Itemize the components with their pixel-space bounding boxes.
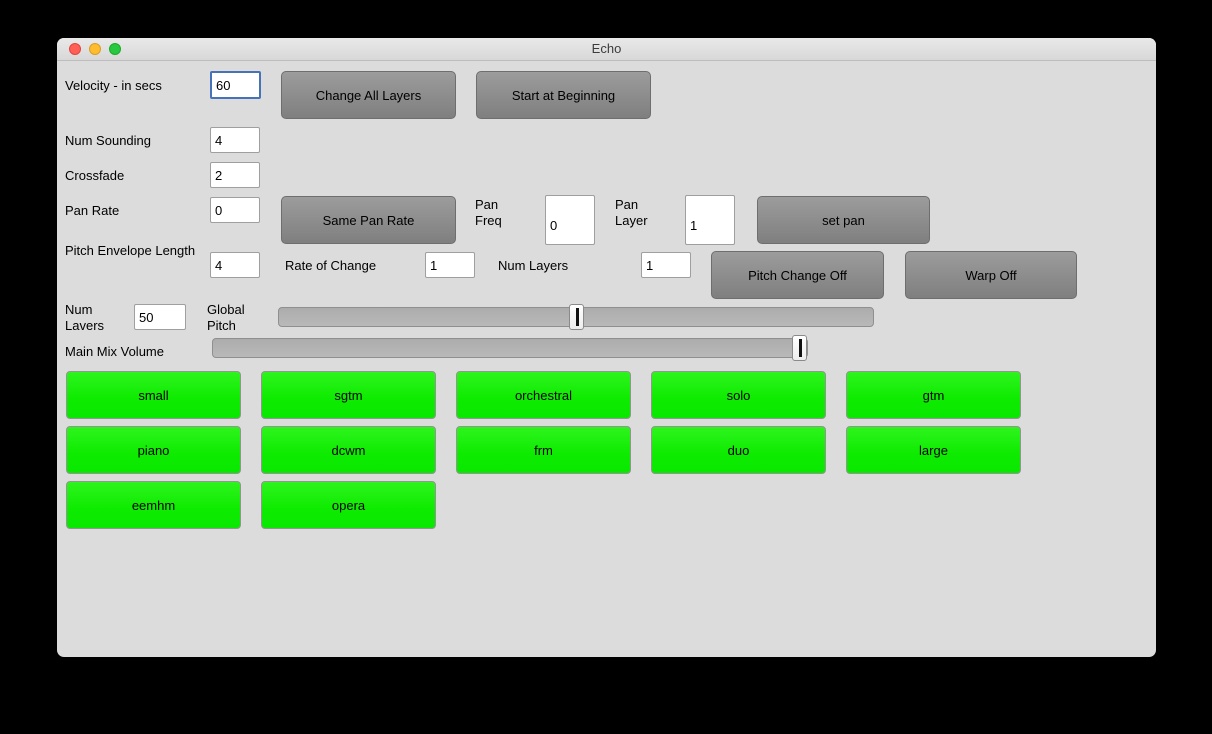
num-layers-label: Num Layers bbox=[498, 258, 569, 273]
echo-window: Echo Velocity - in secs Change All Layer… bbox=[57, 38, 1156, 657]
window-title: Echo bbox=[591, 41, 622, 56]
preset-frm-button[interactable]: frm bbox=[456, 426, 631, 474]
pitch-change-off-button[interactable]: Pitch Change Off bbox=[711, 251, 884, 299]
set-pan-button[interactable]: set pan bbox=[757, 196, 930, 244]
pitch-envelope-length-input[interactable] bbox=[210, 252, 260, 278]
pan-layer-label: Pan Layer bbox=[615, 197, 648, 228]
titlebar: Echo bbox=[57, 38, 1156, 61]
global-pitch-slider-thumb[interactable] bbox=[568, 304, 584, 330]
pan-layer-input[interactable] bbox=[685, 195, 735, 245]
preset-opera-button[interactable]: opera bbox=[261, 481, 436, 529]
preset-duo-button[interactable]: duo bbox=[651, 426, 826, 474]
main-mix-volume-slider-thumb[interactable] bbox=[792, 335, 807, 361]
pitch-envelope-length-label: Pitch Envelope Length bbox=[65, 243, 196, 258]
pan-rate-input[interactable] bbox=[210, 197, 260, 223]
change-all-layers-button[interactable]: Change All Layers bbox=[281, 71, 456, 119]
num-lavers-label: Num Lavers bbox=[65, 302, 105, 333]
global-pitch-slider[interactable] bbox=[278, 304, 874, 330]
preset-small-button[interactable]: small bbox=[66, 371, 241, 419]
crossfade-input[interactable] bbox=[210, 162, 260, 188]
rate-of-change-input[interactable] bbox=[425, 252, 475, 278]
crossfade-label: Crossfade bbox=[65, 168, 125, 183]
preset-dcwm-button[interactable]: dcwm bbox=[261, 426, 436, 474]
preset-sgtm-button[interactable]: sgtm bbox=[261, 371, 436, 419]
preset-large-button[interactable]: large bbox=[846, 426, 1021, 474]
zoom-icon[interactable] bbox=[109, 43, 121, 55]
num-sounding-label: Num Sounding bbox=[65, 133, 151, 148]
num-sounding-input[interactable] bbox=[210, 127, 260, 153]
preset-gtm-button[interactable]: gtm bbox=[846, 371, 1021, 419]
velocity-label: Velocity - in secs bbox=[65, 78, 162, 93]
global-pitch-label: Global Pitch bbox=[207, 302, 245, 333]
num-lavers-input[interactable] bbox=[134, 304, 186, 330]
preset-solo-button[interactable]: solo bbox=[651, 371, 826, 419]
velocity-input[interactable] bbox=[210, 71, 261, 99]
same-pan-rate-button[interactable]: Same Pan Rate bbox=[281, 196, 456, 244]
pan-rate-label: Pan Rate bbox=[65, 203, 120, 218]
minimize-icon[interactable] bbox=[89, 43, 101, 55]
pan-freq-label: Pan Freq bbox=[475, 197, 502, 228]
main-mix-volume-label: Main Mix Volume bbox=[65, 344, 164, 359]
preset-orchestral-button[interactable]: orchestral bbox=[456, 371, 631, 419]
close-icon[interactable] bbox=[69, 43, 81, 55]
num-layers-input[interactable] bbox=[641, 252, 691, 278]
pan-freq-input[interactable] bbox=[545, 195, 595, 245]
preset-piano-button[interactable]: piano bbox=[66, 426, 241, 474]
start-at-beginning-button[interactable]: Start at Beginning bbox=[476, 71, 651, 119]
warp-off-button[interactable]: Warp Off bbox=[905, 251, 1077, 299]
rate-of-change-label: Rate of Change bbox=[285, 258, 377, 273]
preset-eemhm-button[interactable]: eemhm bbox=[66, 481, 241, 529]
main-mix-volume-slider[interactable] bbox=[212, 335, 808, 361]
